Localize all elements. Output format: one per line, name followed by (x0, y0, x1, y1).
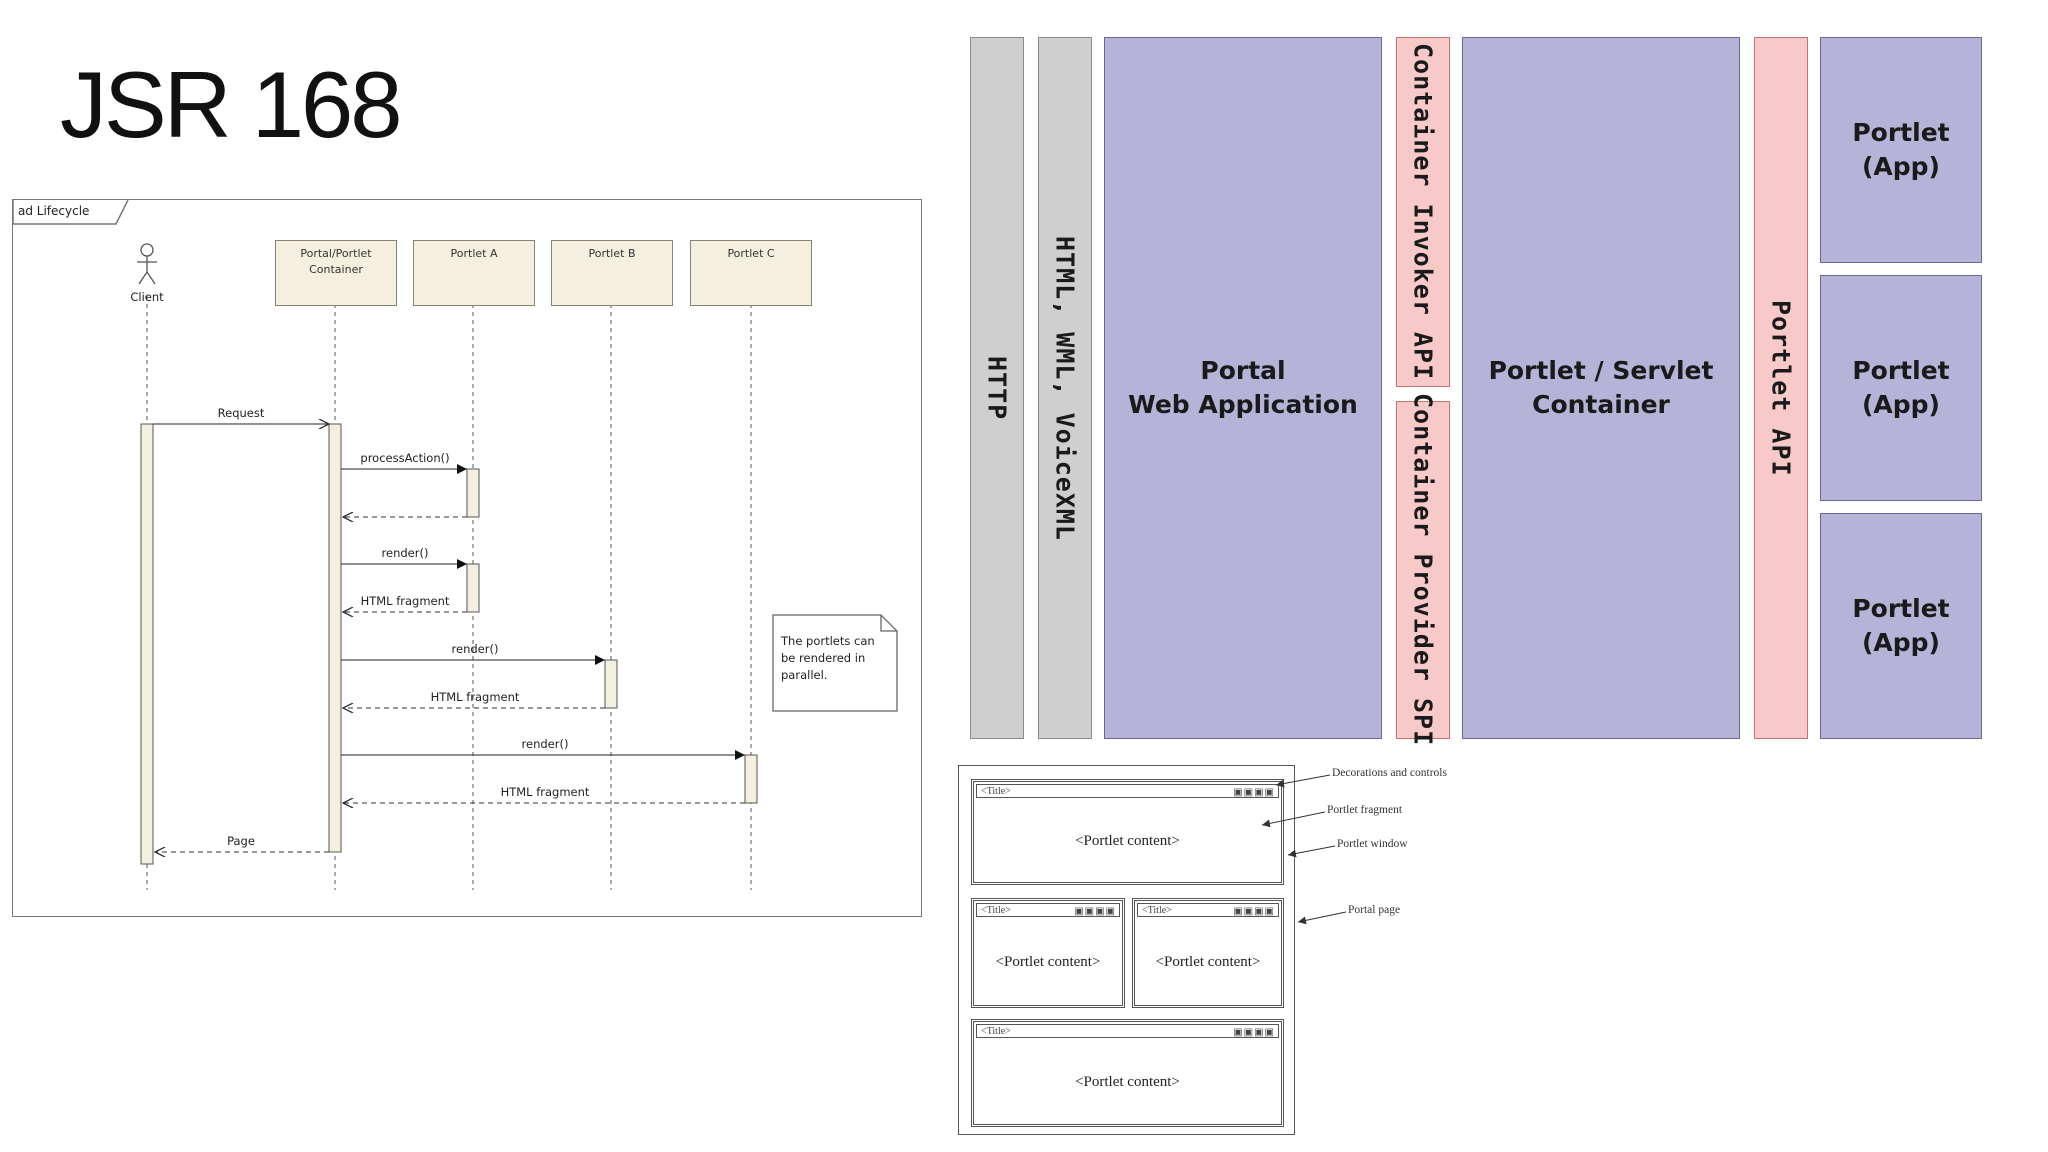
frame-label: ad Lifecycle (18, 204, 90, 218)
window-controls-icon: ▣▣▣▣ (1233, 1027, 1275, 1038)
lifeline-box-portlet-c: Portlet C (690, 240, 812, 306)
layer-provider-spi: Container Provider SPI (1396, 393, 1450, 747)
activation-portlet-a-1 (466, 468, 480, 518)
portlet-app-2: Portlet (App) (1820, 275, 1982, 501)
portlet-app-2-label: Portlet (App) (1852, 356, 1950, 419)
layer-portlet-api: Portlet API (1754, 37, 1808, 739)
activation-portlet-a-2 (466, 563, 480, 613)
msg-render-c: render() (521, 737, 569, 751)
layer-http-label: HTTP (982, 355, 1012, 421)
activation-portlet-b (604, 659, 618, 709)
layer-provider-spi-label: Container Provider SPI (1408, 393, 1438, 747)
layer-markup: HTML, WML, VoiceXML (1038, 37, 1092, 739)
layer-container-label: Portlet / Servlet Container (1488, 356, 1714, 419)
msg-render-a: render() (381, 546, 429, 560)
portlet-title-bar: <Title> ▣▣▣▣ (976, 784, 1279, 798)
msg-fragment-b: HTML fragment (430, 690, 520, 704)
msg-fragment-a: HTML fragment (360, 594, 450, 608)
portlet-title-bar: <Title> ▣▣▣▣ (976, 903, 1120, 917)
layer-portlet-api-label: Portlet API (1766, 299, 1796, 477)
callout-line-window (1287, 845, 1336, 858)
msg-fragment-c: HTML fragment (500, 785, 590, 799)
activation-portlet-c (744, 754, 758, 804)
portlet-content: <Portlet content> (995, 953, 1101, 970)
portlet-window-2: <Title> ▣▣▣▣ <Portlet content> (971, 898, 1125, 1008)
callout-decorations: Decorations and controls (1332, 767, 1447, 779)
layer-markup-label: HTML, WML, VoiceXML (1050, 235, 1080, 541)
window-controls-icon: ▣▣▣▣ (1233, 906, 1275, 917)
window-title: <Title> (981, 905, 1011, 916)
callout-page: Portal page (1348, 904, 1401, 916)
slide-title: JSR 168 (60, 52, 403, 157)
note-shape (772, 614, 898, 712)
portlet-title-bar: <Title> ▣▣▣▣ (976, 1024, 1279, 1038)
layer-portal-app-label: Portal Web Application (1128, 356, 1358, 419)
portal-page-sketch: <Title> ▣▣▣▣ <Portlet content> <Title> ▣… (958, 765, 1295, 1135)
portlet-app-1-label: Portlet (App) (1852, 118, 1950, 181)
layer-http: HTTP (970, 37, 1024, 739)
portlet-window-1: <Title> ▣▣▣▣ <Portlet content> (971, 779, 1284, 885)
portlet-content: <Portlet content> (1155, 953, 1261, 970)
window-controls-icon: ▣▣▣▣ (1233, 787, 1275, 798)
sequence-diagram: ad Lifecycle Client Portal/Portlet Conta… (12, 199, 922, 917)
layer-invoker-api-label: Container Invoker API (1408, 43, 1438, 381)
layer-container: Portlet / Servlet Container (1462, 37, 1740, 739)
callout-window: Portlet window (1337, 838, 1408, 850)
portlet-app-3: Portlet (App) (1820, 513, 1982, 739)
msg-render-b: render() (451, 642, 499, 656)
portlet-app-3-label: Portlet (App) (1852, 594, 1950, 657)
portlet-window-4: <Title> ▣▣▣▣ <Portlet content> (971, 1019, 1284, 1127)
note-text: The portlets can be rendered in parallel… (781, 634, 875, 682)
layer-portal-app: Portal Web Application (1104, 37, 1382, 739)
portlet-app-1: Portlet (App) (1820, 37, 1982, 263)
activation-client (140, 423, 154, 865)
activation-container (328, 423, 342, 853)
msg-request: Request (217, 406, 265, 420)
actor-label: Client (130, 290, 164, 304)
msg-process-action: processAction() (360, 451, 450, 465)
portlet-content: <Portlet content> (1075, 832, 1180, 849)
callout-line-page (1297, 911, 1347, 925)
window-title: <Title> (1142, 905, 1172, 916)
client-actor-icon (137, 243, 157, 285)
window-title: <Title> (981, 786, 1011, 797)
lifeline-box-portlet-a: Portlet A (413, 240, 535, 306)
frame-tab (12, 199, 129, 225)
window-title: <Title> (981, 1026, 1011, 1037)
layer-invoker-api: Container Invoker API (1396, 37, 1450, 387)
portlet-title-bar: <Title> ▣▣▣▣ (1137, 903, 1279, 917)
portlet-window-3: <Title> ▣▣▣▣ <Portlet content> (1132, 898, 1284, 1008)
lifeline-box-portlet-b: Portlet B (551, 240, 673, 306)
msg-page: Page (227, 834, 255, 848)
callout-fragment: Portlet fragment (1327, 804, 1403, 816)
sequence-lines (12, 199, 898, 890)
portlet-content: <Portlet content> (1075, 1073, 1180, 1090)
lifeline-box-container: Portal/Portlet Container (275, 240, 397, 306)
window-controls-icon: ▣▣▣▣ (1074, 906, 1116, 917)
